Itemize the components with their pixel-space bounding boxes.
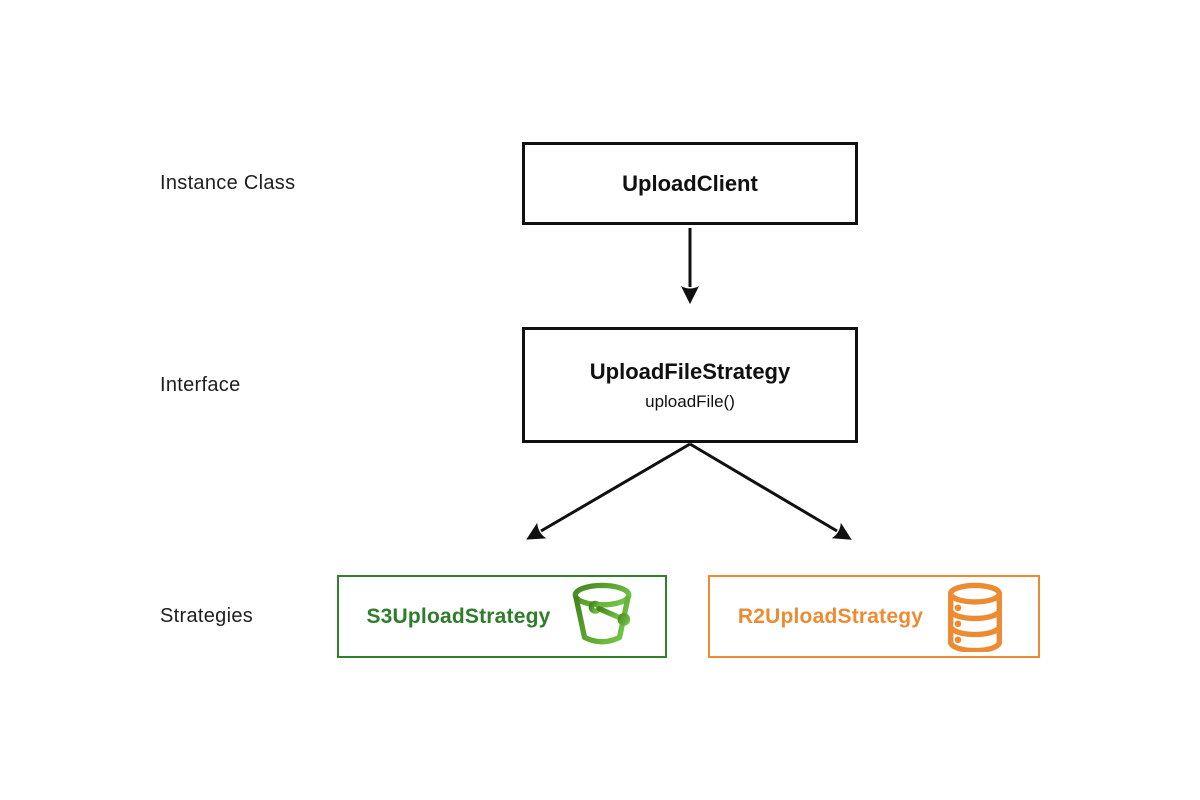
s3-upload-strategy-box: S3UploadStrategy [337,575,667,658]
arrow-interface-to-s3 [526,442,691,540]
upload-client-title: UploadClient [622,170,758,196]
s3-upload-strategy-label: S3UploadStrategy [366,604,551,628]
database-icon [948,582,1003,652]
upload-file-strategy-box: UploadFileStrategy uploadFile() [522,327,858,443]
upload-file-method: uploadFile() [645,391,735,411]
row-label-instance-class: Instance Class [160,172,296,194]
row-label-interface: Interface [160,373,241,396]
r2-upload-strategy-box: R2UploadStrategy [708,575,1040,658]
r2-upload-strategy-label: R2UploadStrategy [737,604,924,628]
bucket-icon [572,582,631,644]
row-label-strategies: Strategies [160,605,254,627]
upload-client-box: UploadClient [522,142,858,225]
arrow-interface-to-r2 [689,442,852,540]
upload-file-strategy-title: UploadFileStrategy [589,358,791,384]
